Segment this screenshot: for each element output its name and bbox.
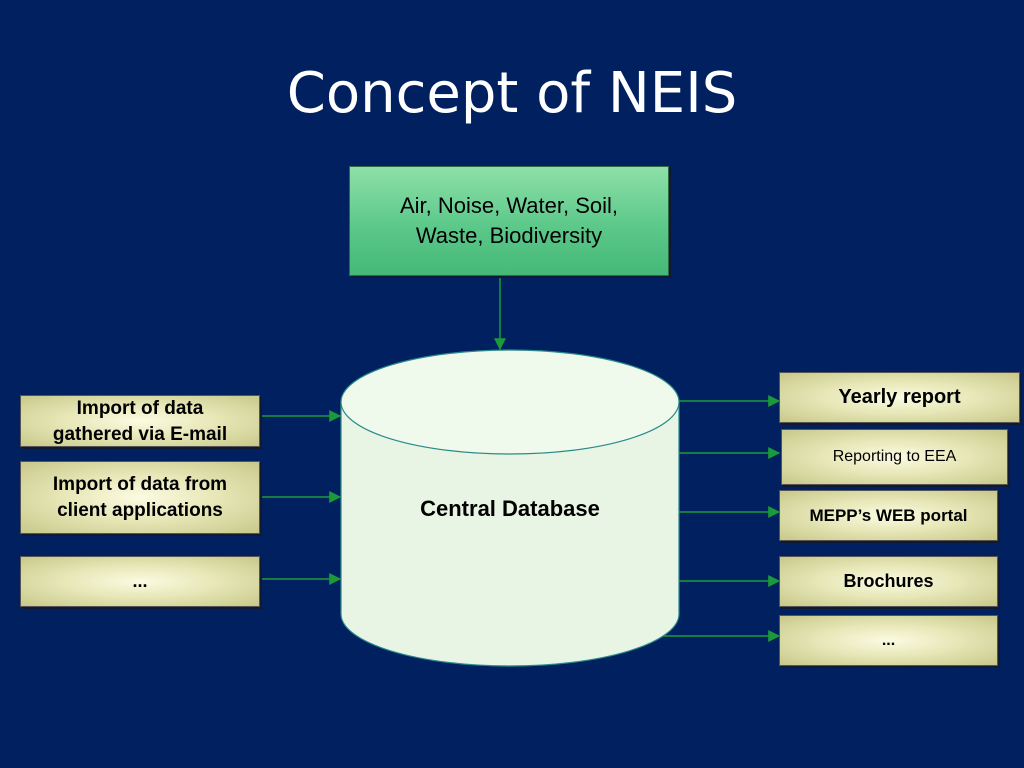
database-label: Central Database xyxy=(420,496,600,521)
slide-title: Concept of NEIS xyxy=(286,61,738,126)
source-label: Air, Noise, Water, Soil, Waste, Biodiver… xyxy=(399,193,619,248)
output-box-more: ... xyxy=(779,615,998,666)
output-box-yearly-report: Yearly report xyxy=(779,372,1020,423)
output-box-eea: Reporting to EEA xyxy=(781,429,1008,485)
source-box: Air, Noise, Water, Soil, Waste, Biodiver… xyxy=(349,166,669,276)
input-box-client-apps: Import of data from client applications xyxy=(20,461,260,534)
database-cylinder xyxy=(340,349,680,667)
input-label-email: Import of data gathered via E-mail xyxy=(52,398,228,445)
output-label-yearly-report: Yearly report xyxy=(838,386,961,408)
input-label-client-apps: Import of data from client applications xyxy=(52,474,228,521)
output-box-web-portal: MEPP’s WEB portal xyxy=(779,490,998,541)
output-label-more: ... xyxy=(881,631,896,649)
input-box-more: ... xyxy=(20,556,260,607)
output-label-web-portal: MEPP’s WEB portal xyxy=(809,505,968,525)
input-box-email: Import of data gathered via E-mail xyxy=(20,395,260,447)
input-label-more: ... xyxy=(132,571,148,591)
output-box-brochures: Brochures xyxy=(779,556,998,607)
output-label-brochures: Brochures xyxy=(843,571,934,591)
output-label-eea: Reporting to EEA xyxy=(832,448,957,465)
